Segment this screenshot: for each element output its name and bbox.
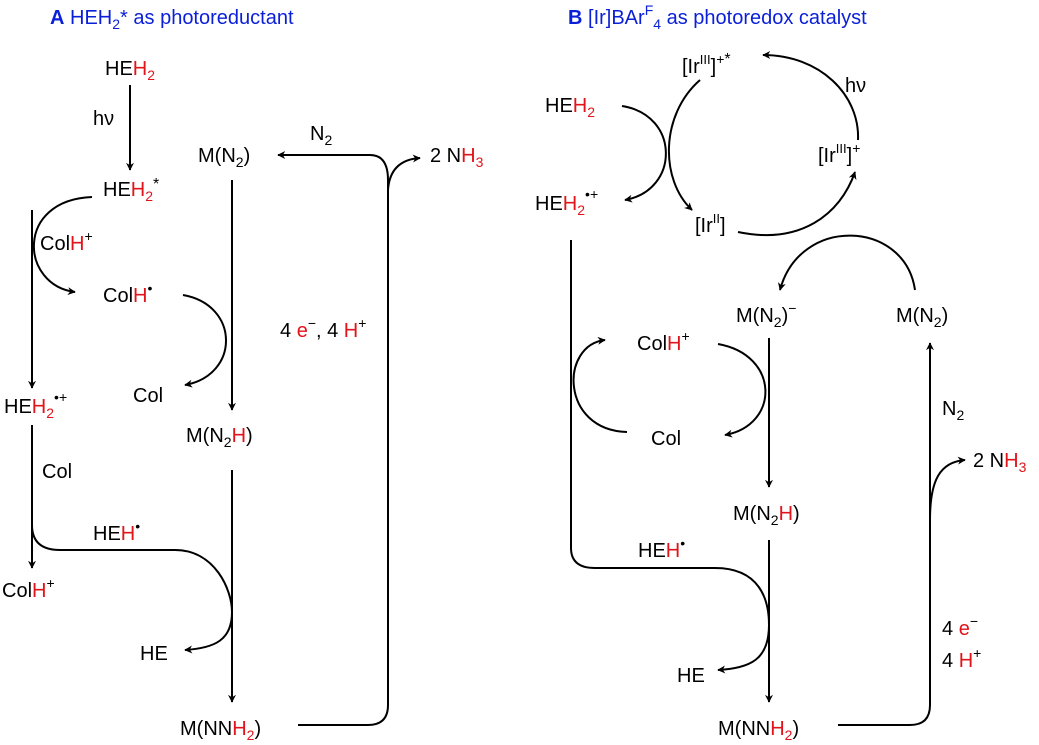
- he-label: HE: [140, 643, 168, 665]
- mn2-anion-label: M(N2)−: [736, 300, 796, 330]
- ir3-excited-label: [IrIII]+*: [682, 51, 731, 78]
- colh-plus-label-b: ColH+: [637, 328, 690, 355]
- arrow-colh-to-col: [182, 294, 227, 388]
- nh3-label-b: 2 NH3: [973, 450, 1027, 475]
- heh-radical-label: HEH•: [93, 518, 140, 545]
- panel-b: B [Ir]BArF4 as photoredox catalyst [IrII…: [535, 2, 1027, 743]
- colh-plus-product-label: ColH+: [2, 575, 55, 602]
- electrons-label-b: 4 e−: [942, 613, 978, 640]
- arrow-regeneration-b: [838, 342, 934, 726]
- n2-label-b: N2: [942, 398, 964, 423]
- heh2-radical-cation-label: HEH2•+: [4, 389, 67, 421]
- protons-label-b: 4 H+: [942, 645, 981, 672]
- mn2-label-b: M(N2): [896, 305, 948, 330]
- col-reagent-label: Col: [42, 461, 72, 483]
- n2-label: N2: [310, 123, 332, 148]
- mnnh2-label: M(NNH2): [180, 718, 261, 743]
- heh2-radical-cation-label-b: HEH2•+: [535, 186, 598, 218]
- arrow-photoexcitation: [762, 51, 860, 141]
- arrow-ir2-to-ir3: [737, 171, 857, 237]
- ir2-label: [IrII]: [695, 211, 726, 237]
- mn2h-label-b: M(N2H): [733, 503, 800, 528]
- mn2h-label: M(N2H): [186, 425, 253, 450]
- hv-label: hν: [93, 108, 114, 130]
- mnnh2-label-b: M(NNH2): [718, 718, 799, 743]
- arrow-col-regeneration: [572, 336, 628, 433]
- arrow-heh2-oxidation-b: [621, 105, 667, 203]
- heh-radical-label-b: HEH•: [638, 535, 685, 562]
- mn2-label: M(N2): [198, 145, 250, 170]
- col-label: Col: [133, 385, 163, 407]
- electrons-protons-label: 4 e−, 4 H+: [280, 315, 366, 342]
- heh2-star-label: HEH2*: [103, 176, 159, 204]
- panel-a: A HEH2* as photoreductant HEH2 hν HEH2* …: [2, 7, 484, 743]
- hv-label-b: hν: [845, 75, 866, 97]
- arrow-nh3-release: [387, 154, 421, 191]
- arrow-ir3star-to-ir2: [667, 79, 701, 211]
- arrow-nh3-release-b: [929, 456, 966, 521]
- heh-radical-path-b: [570, 240, 770, 626]
- colh-radical-label: ColH•: [103, 280, 152, 307]
- nh3-label: 2 NH3: [430, 145, 484, 170]
- heh2-label: HEH2: [105, 58, 155, 83]
- heh2-label-b: HEH2: [545, 95, 595, 120]
- ir3-label: [IrIII]+: [818, 140, 860, 167]
- panel-a-title: A HEH2* as photoreductant: [50, 7, 294, 32]
- arrow-he-release: [184, 611, 233, 654]
- he-label-b: HE: [677, 665, 705, 687]
- col-label-b: Col: [651, 428, 681, 450]
- colh-plus-label: ColH+: [40, 228, 93, 255]
- arrow-set-colh: [32, 196, 93, 296]
- panel-b-title: B [Ir]BArF4 as photoredox catalyst: [568, 2, 867, 32]
- arrow-regeneration: [277, 151, 389, 726]
- arrow-he-release-b: [717, 624, 770, 674]
- arrow-reduction-mn2: [778, 234, 916, 291]
- heh-radical-path: [31, 524, 233, 613]
- arrow-colh-to-col-b: [717, 343, 767, 438]
